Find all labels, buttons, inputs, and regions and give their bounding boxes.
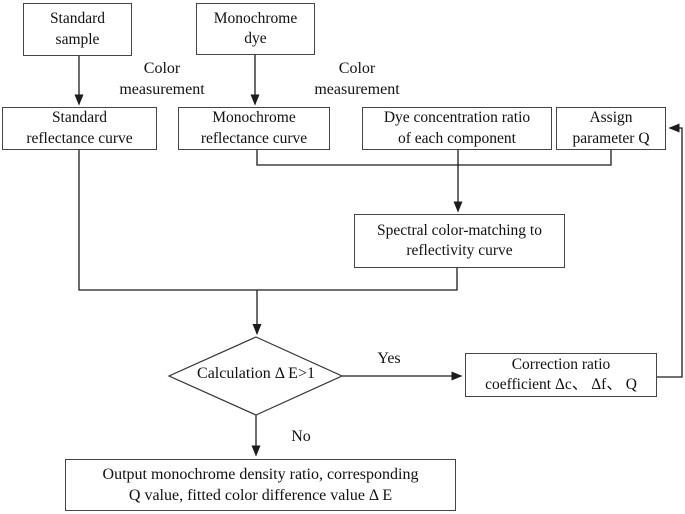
node-spectral-matching-label: Spectral color-matching to reflectivity …	[377, 221, 542, 259]
node-standard-reflectance-label: Standard reflectance curve	[26, 109, 133, 147]
merge-line	[78, 150, 458, 291]
node-monochrome-reflectance-curve: Monochrome reflectance curve	[178, 107, 330, 150]
node-output-label: Output monochrome density ratio, corresp…	[102, 465, 419, 504]
edge-label-color-measurement-left: Color measurement	[119, 60, 205, 98]
node-dye-concentration-label: Dye concentration ratio of each componen…	[383, 109, 531, 147]
node-monochrome-dye-label: Monochrome dye	[213, 9, 298, 47]
node-output-result: Output monochrome density ratio, corresp…	[65, 459, 456, 511]
node-standard-reflectance-curve: Standard reflectance curve	[2, 107, 157, 150]
node-correction-label: Correction ratio coefficient Δc、 Δf、 Q	[485, 355, 637, 393]
feedback-line	[657, 123, 683, 378]
node-monochrome-reflectance-label: Monochrome reflectance curve	[200, 109, 308, 147]
node-decision-label: Calculation Δ E>1	[197, 365, 315, 382]
node-monochrome-dye: Monochrome dye	[196, 3, 315, 55]
decision-diamond	[167, 336, 344, 416]
edge-label-yes: Yes	[377, 350, 401, 367]
node-spectral-color-matching: Spectral color-matching to reflectivity …	[354, 214, 565, 268]
node-dye-concentration-ratio: Dye concentration ratio of each componen…	[362, 107, 552, 150]
bus-line	[256, 150, 612, 166]
node-correction-ratio-coefficient: Correction ratio coefficient Δc、 Δf、 Q	[465, 353, 657, 397]
node-standard-sample-label: Standard sample	[49, 10, 106, 48]
edge-label-no: No	[291, 428, 311, 445]
node-standard-sample: Standard sample	[23, 3, 132, 56]
node-assign-parameter-q-label: Assign parameter Q	[572, 109, 650, 147]
node-assign-parameter-q: Assign parameter Q	[556, 107, 666, 150]
edge-label-color-measurement-right: Color measurement	[314, 60, 400, 98]
